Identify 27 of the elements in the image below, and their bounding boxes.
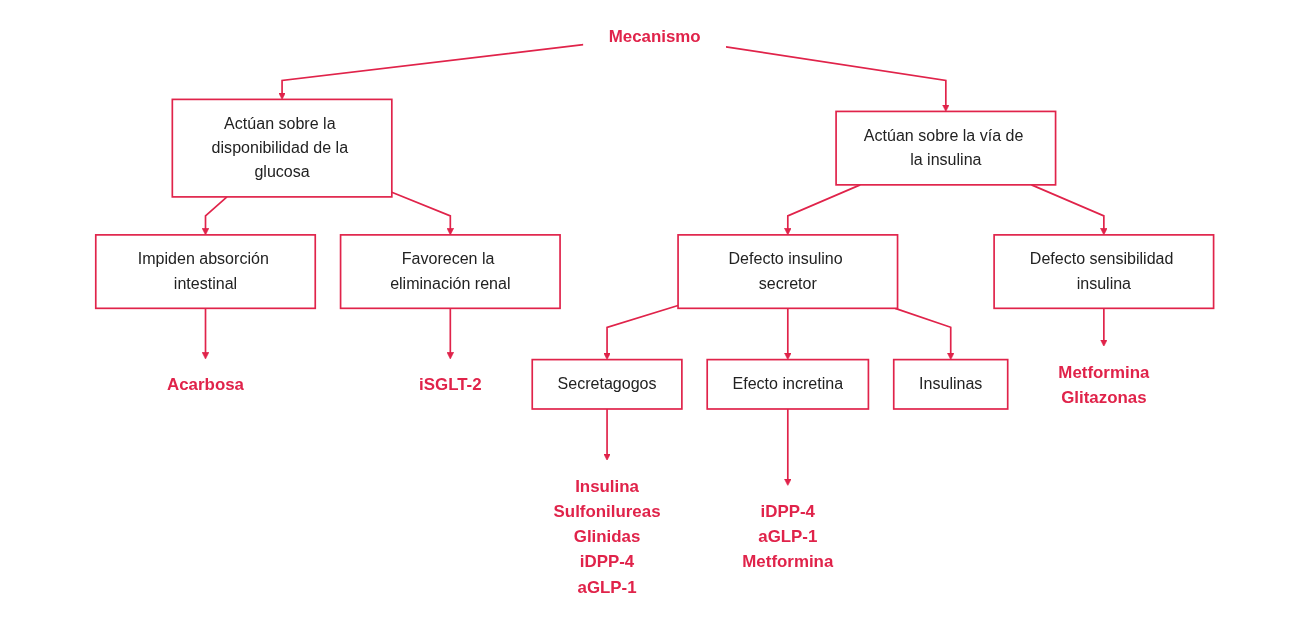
arrow xyxy=(725,45,950,112)
node-text: Mecanismo xyxy=(609,26,701,45)
arrow xyxy=(278,43,585,100)
arrow xyxy=(1030,183,1108,235)
arrow xyxy=(603,407,612,461)
arrow xyxy=(391,191,455,235)
arrow xyxy=(784,307,792,360)
node-box: Defecto insulino secretor xyxy=(677,233,899,309)
arrow xyxy=(202,307,210,359)
node-text: Acarbosa xyxy=(167,374,245,394)
node-text: Insulina Sulfonilureas Glinidas iDPP-4 aGLP-1 xyxy=(553,475,661,596)
node-box: Favorecen la eliminación renal xyxy=(340,233,562,309)
node-text: iSGLT-2 xyxy=(419,374,482,394)
node-box: Defecto sensibilidad insulina xyxy=(993,233,1215,309)
node-text: iDPP-4 aGLP-1 Metformina xyxy=(742,501,834,571)
node-box: Efecto incretina xyxy=(706,358,870,410)
arrow xyxy=(1100,307,1108,347)
node-box: Actúan sobre la vía de la insulina xyxy=(835,110,1057,186)
node-box: Actúan sobre la disponibilidad de la glucosa xyxy=(171,98,393,198)
arrow xyxy=(446,307,455,359)
node-box: Insulinas xyxy=(893,358,1009,410)
node-text: Metformina Glitazonas xyxy=(1058,361,1150,406)
arrow xyxy=(894,307,955,360)
node-box: Secretagogos xyxy=(531,358,684,410)
node-box: Impiden absorción intestinal xyxy=(95,233,317,309)
arrow xyxy=(784,407,792,486)
arrow xyxy=(202,195,229,235)
